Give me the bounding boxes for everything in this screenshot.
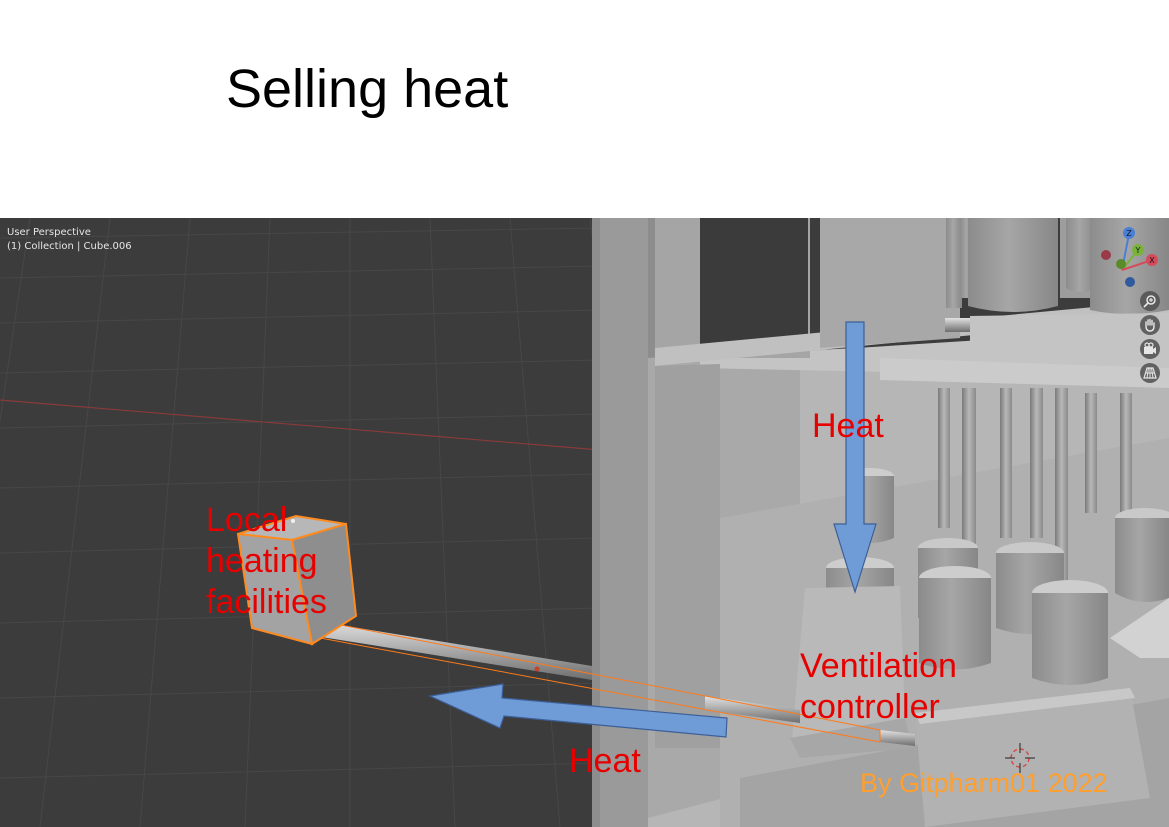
heat-label-top: Heat <box>812 407 884 445</box>
viewport-perspective-label: User Perspective <box>7 227 91 238</box>
heat-pipe[interactable] <box>312 619 915 746</box>
gizmo-y-axis-icon[interactable] <box>1132 244 1144 256</box>
local-heating-label-line3: facilities <box>206 583 327 621</box>
grid-view-icon <box>1143 367 1157 379</box>
hand-pan-icon <box>1145 318 1155 332</box>
gizmo-neg-y-icon[interactable] <box>1116 259 1126 269</box>
gizmo-y-label: Y <box>1135 246 1141 255</box>
camera-icon <box>1144 342 1156 354</box>
gizmo-z-label: Z <box>1126 229 1132 238</box>
3d-viewport[interactable]: User Perspective (1) Collection | Cube.0… <box>0 218 1169 827</box>
viewport-collection-label: (1) Collection | Cube.006 <box>7 241 132 252</box>
local-heating-cube[interactable] <box>236 514 358 646</box>
local-heating-label-line2: heating <box>206 542 318 580</box>
lower-cylinders <box>826 388 1169 685</box>
gizmo-neg-x-icon[interactable] <box>1101 250 1111 260</box>
gizmo-z-axis-icon[interactable] <box>1123 227 1135 239</box>
pan-button[interactable] <box>1140 315 1160 335</box>
gizmo-neg-z-icon[interactable] <box>1125 277 1135 287</box>
gizmo-x-label: X <box>1149 256 1155 265</box>
ventilation-label-line1: Ventilation <box>800 647 957 685</box>
author-credit: By Gitpharm01 2022 <box>860 768 1108 798</box>
zoom-button[interactable] <box>1140 291 1160 311</box>
gizmo-x-axis-icon[interactable] <box>1146 254 1158 266</box>
x-axis-line <box>0 399 601 451</box>
navigation-gizmo[interactable]: Z Y X <box>1092 226 1162 300</box>
zoom-icon <box>1143 295 1156 308</box>
viewport-scene <box>0 218 1169 827</box>
slide-title: Selling heat <box>226 59 509 119</box>
building-pillar <box>592 218 656 827</box>
upper-cylinders <box>945 218 1169 344</box>
ventilation-label-line2: controller <box>800 688 940 726</box>
perspective-toggle-button[interactable] <box>1140 363 1160 383</box>
heat-label-bottom: Heat <box>569 742 641 780</box>
heat-arrow-down <box>833 321 877 595</box>
camera-view-button[interactable] <box>1140 339 1160 359</box>
local-heating-label-line1: Local <box>206 501 288 539</box>
3d-cursor-icon <box>1005 743 1035 773</box>
heat-arrow-left <box>427 683 728 738</box>
